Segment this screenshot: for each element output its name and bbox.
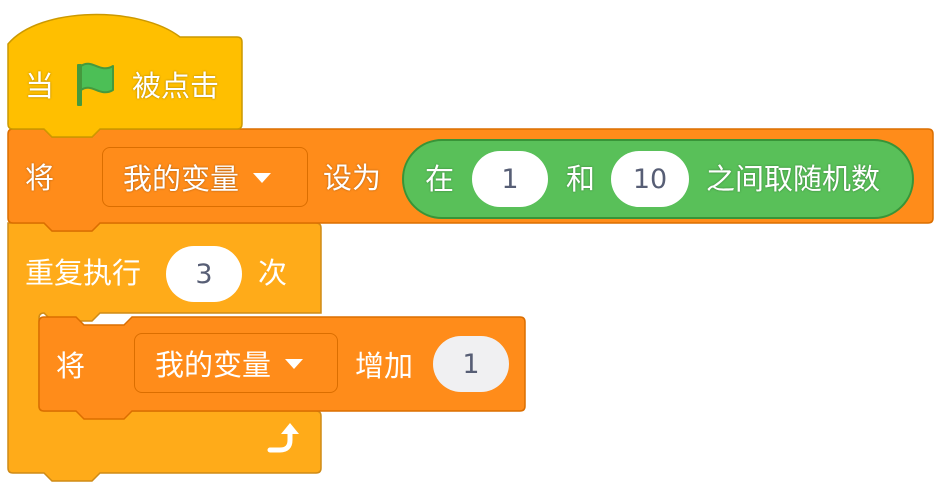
random-from-value: 1 [501, 163, 519, 195]
repeat-suffix-label: 次 [258, 256, 288, 290]
set-to-label: 设为 [323, 161, 382, 195]
repeat-times-value: 3 [195, 258, 213, 290]
set-variable-dropdown[interactable]: 我的变量 [102, 147, 308, 207]
chevron-down-icon [253, 173, 272, 183]
change-variable-dropdown[interactable]: 我的变量 [134, 333, 338, 393]
hat-block-shape[interactable] [7, 13, 243, 138]
hat-clicked-label: 被点击 [132, 69, 220, 103]
repeat-label: 重复执行 [25, 256, 142, 290]
change-variable-name: 我的变量 [155, 348, 272, 382]
random-to-value: 10 [632, 163, 668, 195]
random-and-label: 和 [566, 162, 596, 196]
set-prefix-label: 将 [25, 161, 55, 195]
random-to-input[interactable]: 10 [611, 151, 689, 207]
change-prefix-label: 将 [56, 349, 86, 383]
random-suffix-label: 之间取随机数 [706, 162, 881, 196]
change-amount-input[interactable]: 1 [433, 336, 509, 392]
hat-when-label: 当 [25, 69, 55, 103]
random-at-label: 在 [425, 162, 455, 196]
repeat-times-input[interactable]: 3 [166, 246, 242, 302]
random-from-input[interactable]: 1 [472, 151, 548, 207]
change-amount-value: 1 [462, 348, 480, 380]
change-by-label: 增加 [355, 349, 414, 383]
green-flag-icon [77, 62, 114, 106]
chevron-down-icon [285, 359, 304, 369]
loop-arrow-icon [267, 423, 299, 453]
set-variable-name: 我的变量 [123, 162, 240, 196]
